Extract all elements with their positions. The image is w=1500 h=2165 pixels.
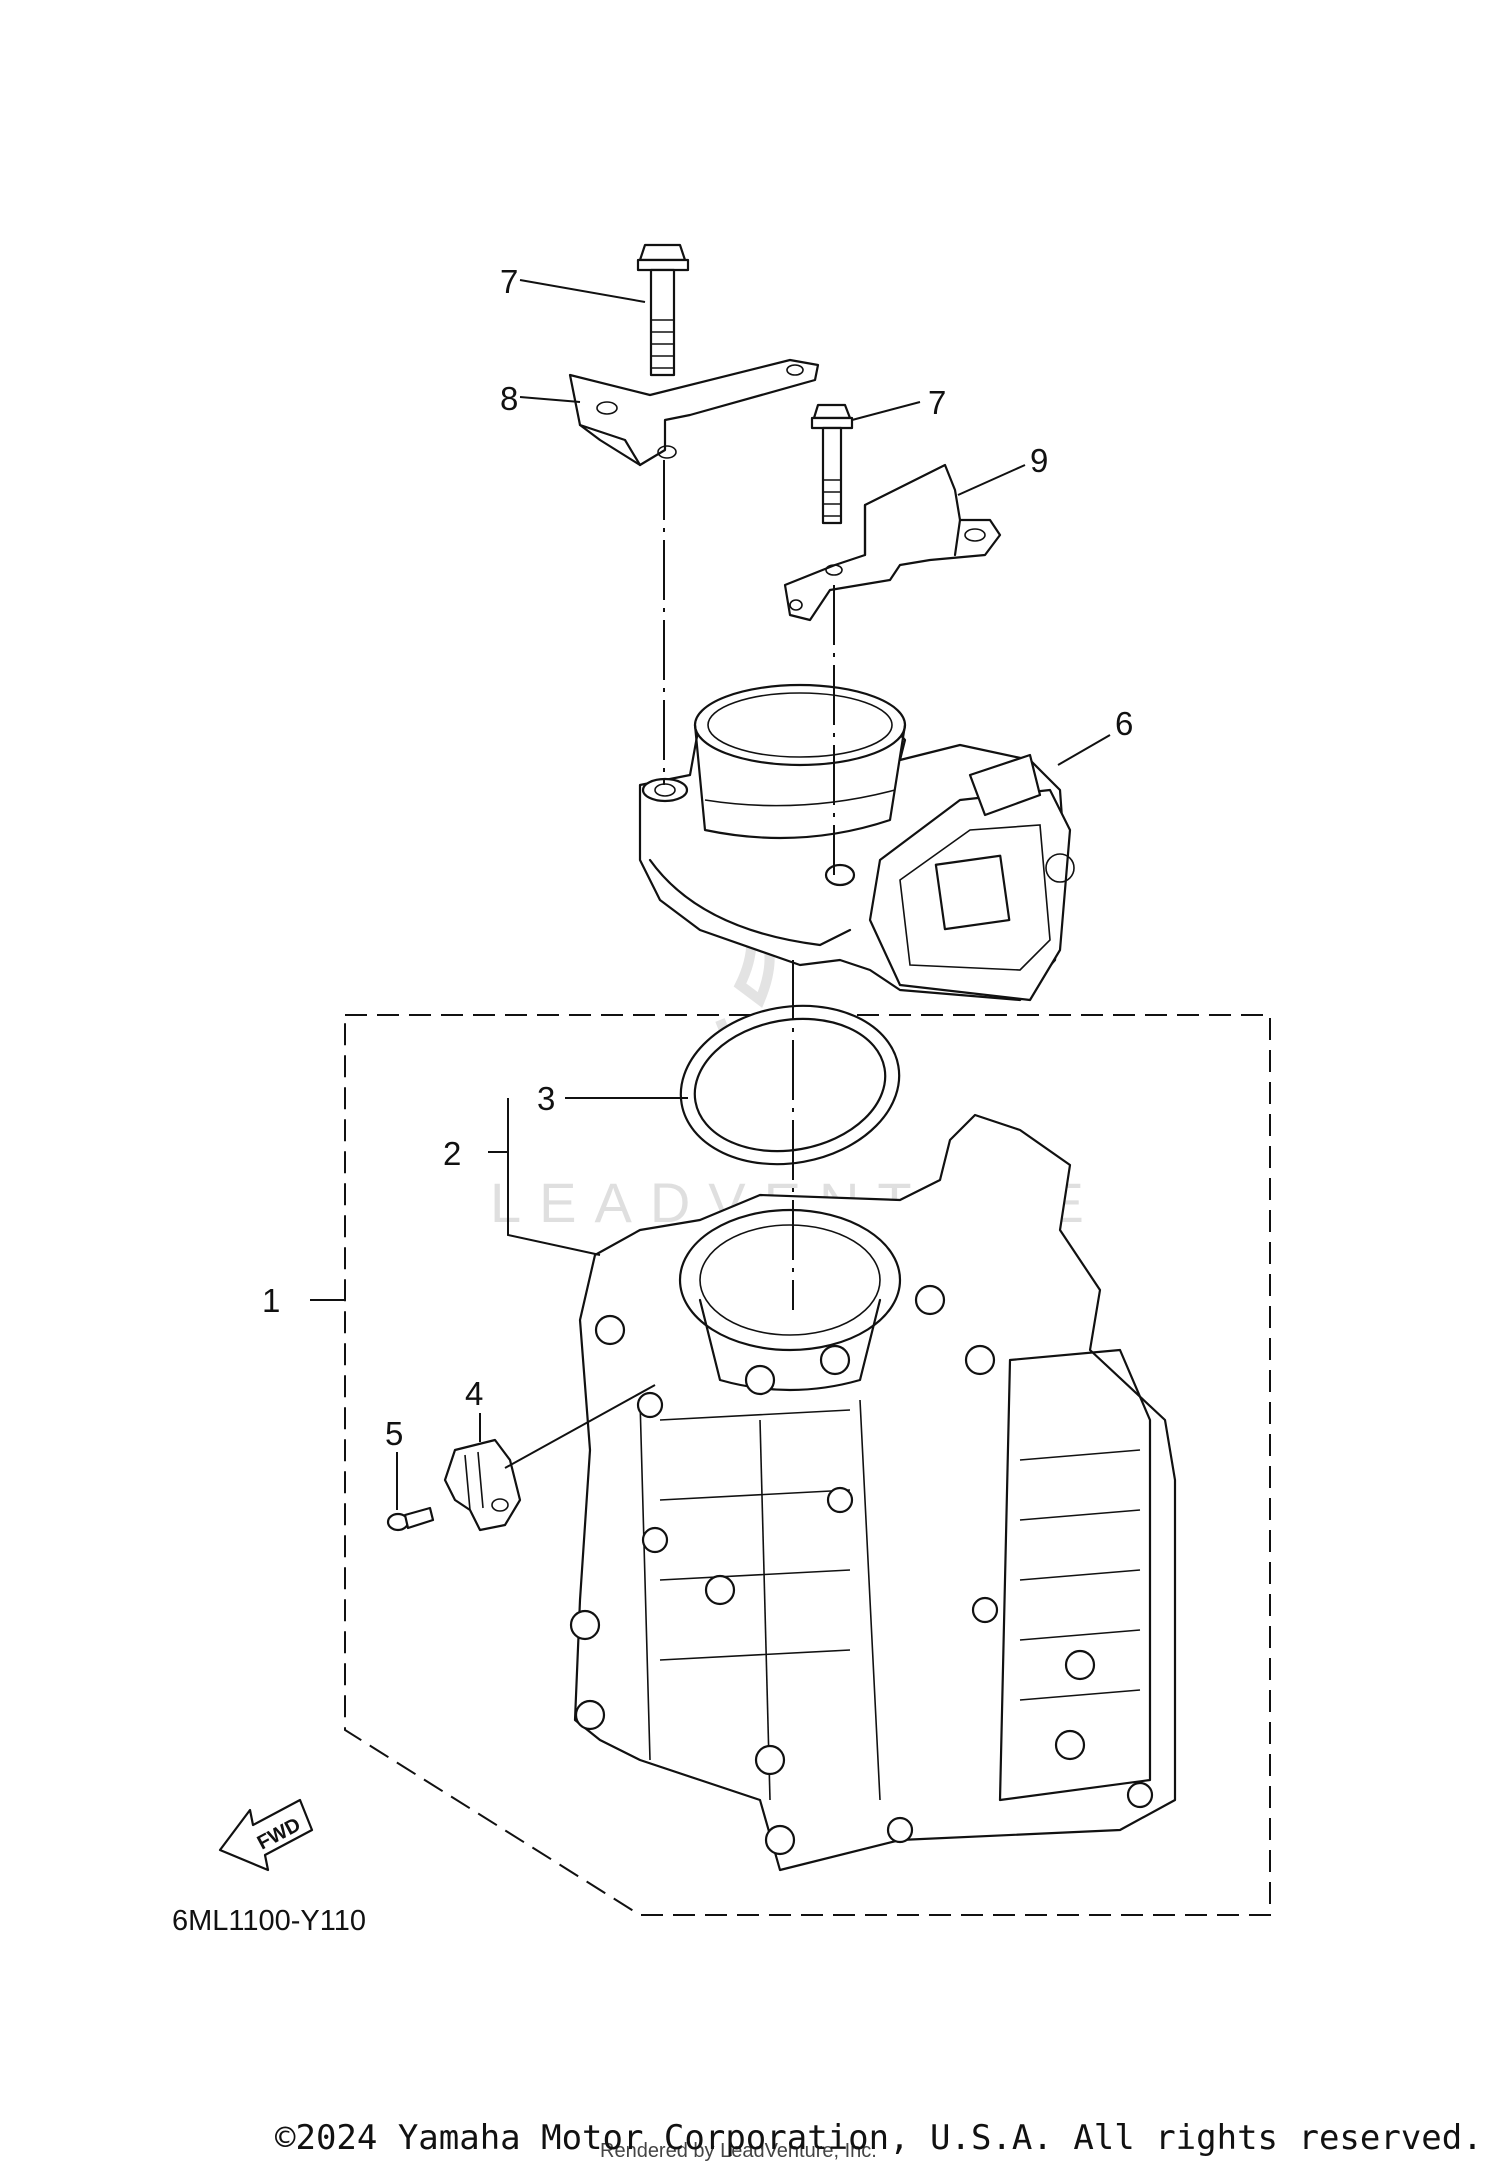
callout-8: 8 (500, 380, 518, 417)
intake-manifold-2 (569, 1113, 1177, 1872)
sensor-4 (443, 1438, 522, 1532)
o-ring-3 (679, 1004, 901, 1166)
bracket-8 (568, 358, 820, 467)
callout-6: 6 (1115, 705, 1133, 742)
copyright-text: ©2024 Yamaha Motor Corporation, U.S.A. A… (275, 2118, 1483, 2158)
assembly-boundary (344, 1014, 1271, 1916)
leader-lines (310, 279, 1111, 1510)
callout-3: 3 (537, 1080, 555, 1117)
diagram-code: 6ML1100-Y110 (172, 1905, 366, 1937)
callout-4: 4 (465, 1375, 483, 1412)
callout-2: 2 (443, 1135, 461, 1172)
callout-9: 9 (1030, 442, 1048, 479)
assembly-lines (504, 460, 835, 1469)
screw-5 (386, 1506, 435, 1532)
callouts: 7 8 7 9 6 3 2 1 4 5 (262, 263, 1133, 1452)
callout-1: 1 (262, 1282, 280, 1319)
bolt-right (810, 403, 854, 525)
callout-5: 5 (385, 1415, 403, 1452)
bracket-9 (783, 463, 1002, 622)
fwd-arrow-icon: FWD (218, 1798, 314, 1872)
throttle-body-6 (638, 683, 1075, 1002)
rendered-by-text: Rendered by LeadVenture, Inc. (600, 2140, 877, 2162)
callout-7-left: 7 (500, 263, 518, 300)
callout-7-right: 7 (928, 384, 946, 421)
bolt-left (636, 243, 690, 377)
